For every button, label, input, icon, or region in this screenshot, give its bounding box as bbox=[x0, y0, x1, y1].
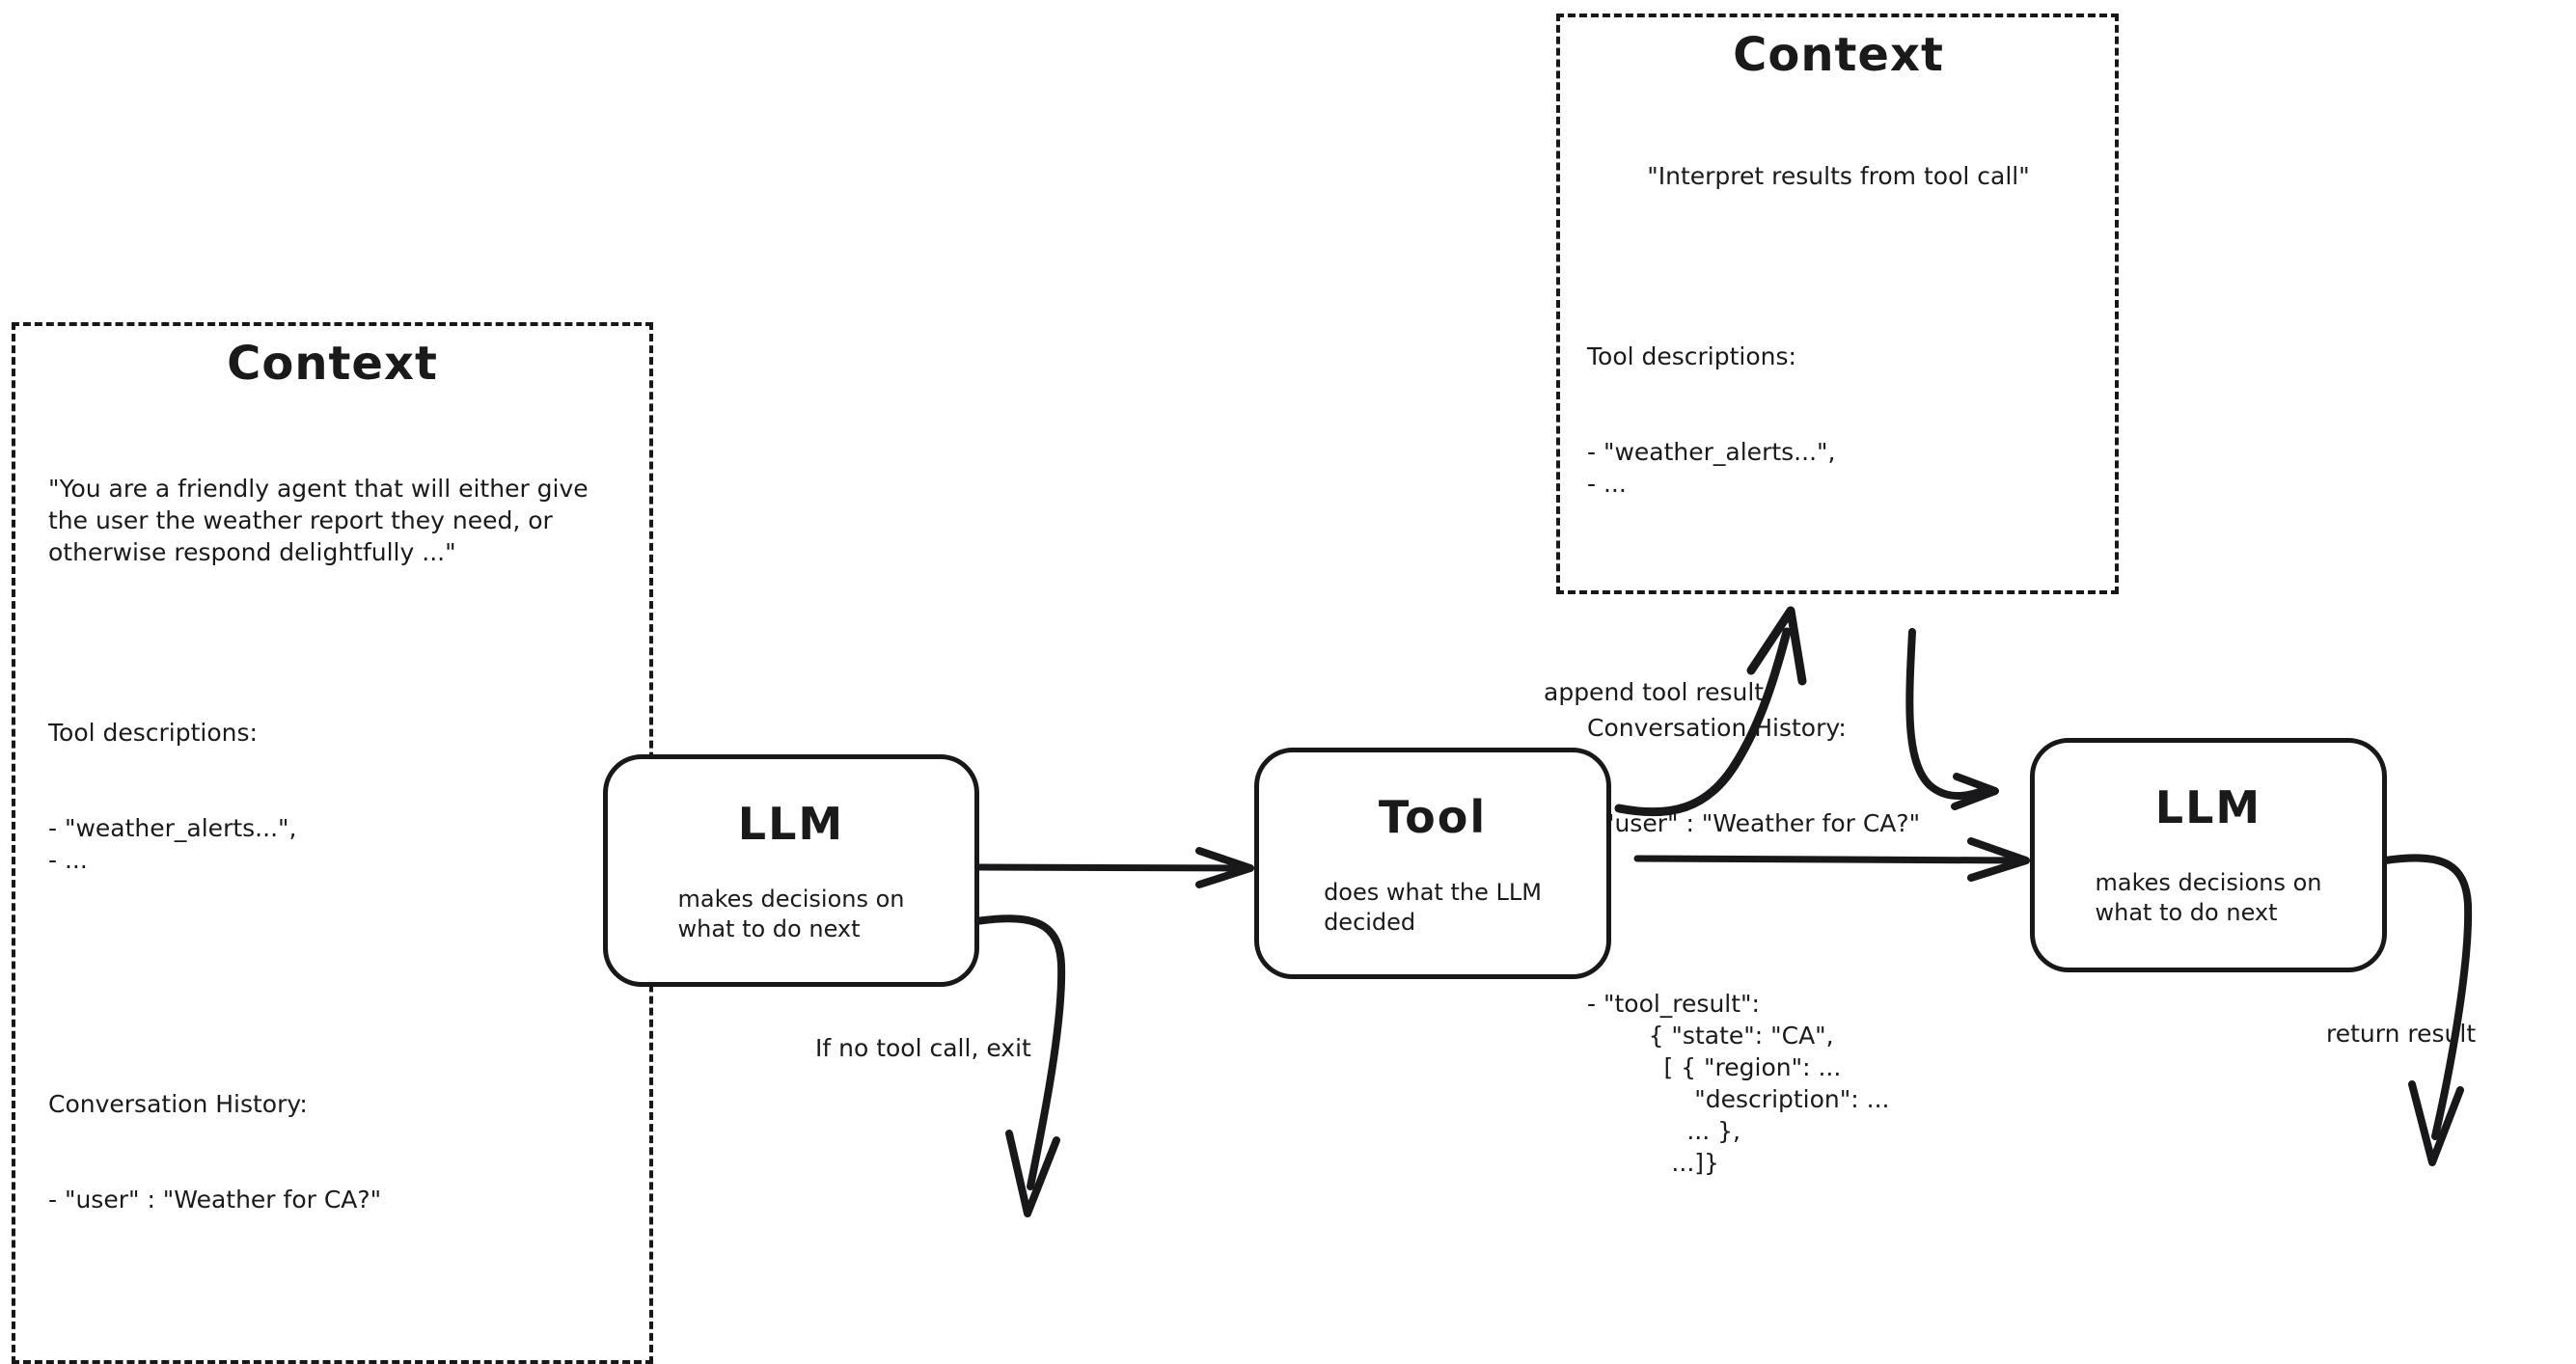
context-left-history-items: - "user" : "Weather for CA?" bbox=[48, 1186, 382, 1214]
node-llm-first[interactable]: LLM makes decisions on what to do next bbox=[603, 754, 979, 987]
edge-llm1-to-tool bbox=[973, 847, 1254, 888]
context-card-left: Context "You are a friendly agent that w… bbox=[12, 322, 653, 1364]
context-right-system-prompt: "Interpret results from tool call" bbox=[1647, 162, 2030, 191]
context-left-history-header: Conversation History: bbox=[48, 1090, 308, 1119]
node-tool-subtitle: does what the LLM decided bbox=[1324, 879, 1542, 936]
edge-label-exit: If no tool call, exit bbox=[815, 1034, 1031, 1062]
node-llm-second-subtitle: makes decisions on what to do next bbox=[2095, 869, 2322, 926]
node-tool-title: Tool bbox=[1378, 791, 1488, 843]
context-left-tools-items: - "weather_alerts...", - ... bbox=[48, 814, 297, 875]
node-llm-first-subtitle: makes decisions on what to do next bbox=[677, 886, 905, 942]
context-right-tools-items: - "weather_alerts...", - ... bbox=[1587, 438, 1836, 499]
connector-layer bbox=[492, 606, 2473, 1217]
edge-llm2-return bbox=[2381, 854, 2473, 1166]
context-right-history-user: - "user" : "Weather for CA?" bbox=[1587, 809, 1921, 838]
edge-llm1-exit bbox=[973, 914, 1066, 1217]
context-left-tools-header: Tool descriptions: bbox=[48, 719, 258, 748]
context-right-tool-result: - "tool_result": { "state": "CA", [ { "r… bbox=[1587, 990, 1890, 1178]
context-left-title: Context bbox=[227, 337, 438, 391]
context-right-history-header: Conversation History: bbox=[1587, 714, 1847, 743]
edge-tool-to-context bbox=[1614, 606, 1807, 817]
edge-context-to-llm2 bbox=[1905, 628, 1999, 810]
edge-label-append-tool-result: append tool result bbox=[1544, 678, 1765, 706]
node-llm-first-title: LLM bbox=[737, 798, 845, 850]
context-left-system-prompt: "You are a friendly agent that will eith… bbox=[48, 475, 596, 567]
context-card-right: Context "Interpret results from tool cal… bbox=[1556, 14, 2119, 1177]
edge-tool-to-llm2 bbox=[1633, 837, 2030, 882]
node-llm-second-title: LLM bbox=[2154, 781, 2262, 833]
context-right-tools-header: Tool descriptions: bbox=[1587, 342, 1796, 371]
edge-label-return-result: return result bbox=[2326, 1020, 2477, 1048]
context-right-title: Context bbox=[1733, 28, 1944, 82]
node-llm-second[interactable]: LLM makes decisions on what to do next bbox=[2030, 738, 2387, 972]
diagram-canvas: Context "You are a friendly agent that w… bbox=[12, 14, 2477, 1364]
node-tool[interactable]: Tool does what the LLM decided bbox=[1254, 748, 1611, 979]
